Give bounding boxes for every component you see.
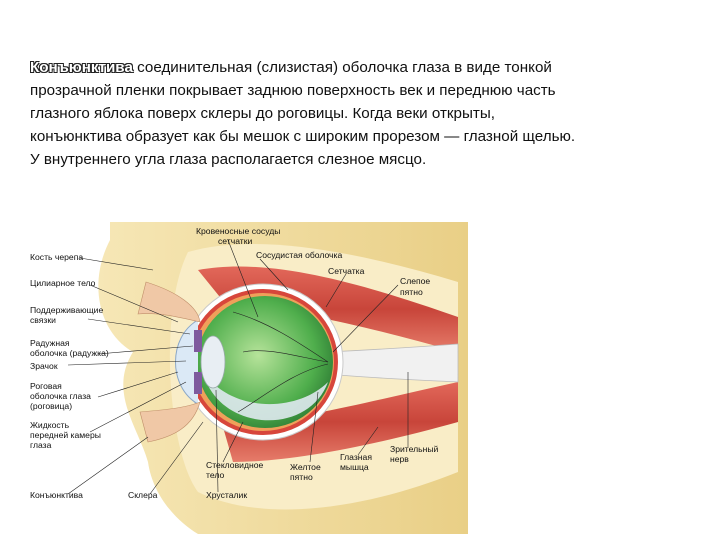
label-blind-spot-2: пятно	[400, 287, 423, 297]
retinal-vessel-2	[237, 363, 329, 413]
label-cornea-3: (роговица)	[30, 401, 72, 411]
label-macula-2: пятно	[290, 472, 313, 482]
eye-anatomy-diagram: Кость черепа Цилиарное тело Поддерживающ…	[30, 222, 468, 534]
label-retina-vessels-1: Кровеносные сосуды	[196, 226, 280, 236]
paragraph-line-3: глазного яблока поверх склеры до роговиц…	[30, 105, 495, 122]
paragraph-line-1: соединительная (слизистая) оболочка глаз…	[132, 59, 552, 76]
label-suspensory-1: Поддерживающие	[30, 305, 103, 315]
term-conjunctiva: Конъюнктива	[30, 59, 133, 76]
paragraph-line-5: У внутреннего угла глаза располагается с…	[30, 151, 427, 168]
label-ciliary-body: Цилиарное тело	[30, 278, 96, 288]
iris-upper-shape	[194, 330, 202, 352]
label-skull-bone: Кость черепа	[30, 252, 83, 262]
paragraph-line-4: конъюнктива образует как бы мешок с широ…	[30, 128, 576, 145]
label-aqueous-3: глаза	[30, 440, 52, 450]
retinal-vessel-1	[232, 311, 329, 363]
optic-nerve-shape	[327, 343, 459, 383]
label-conjunctiva: Конъюнктива	[30, 490, 83, 500]
label-lens: Хрусталик	[206, 490, 247, 500]
label-aqueous-2: передней камеры	[30, 430, 101, 440]
label-vitreous-2: тело	[206, 470, 224, 480]
label-aqueous-1: Жидкость	[30, 420, 70, 430]
lower-eye-muscle-shape	[223, 382, 458, 462]
retinal-vessel-3	[242, 350, 329, 363]
label-iris-1: Радужная	[30, 338, 70, 348]
lens-shape	[200, 335, 226, 389]
label-retina: Сетчатка	[328, 266, 365, 276]
paragraph: Конъюнктива соединительная (слизистая) о…	[30, 56, 700, 171]
vitreous-body-shape	[197, 296, 333, 428]
label-cornea-1: Роговая	[30, 381, 62, 391]
label-eye-muscle-2: мышца	[340, 462, 369, 472]
label-suspensory-2: связки	[30, 315, 56, 325]
paragraph-line-2: прозрачной пленки покрывает заднюю повер…	[30, 82, 556, 99]
iris-lower-shape	[194, 372, 202, 394]
label-blind-spot-1: Слепое	[400, 276, 430, 286]
label-sclera: Склера	[128, 490, 158, 500]
label-optic-nerve-2: нерв	[390, 454, 409, 464]
label-macula-1: Желтое	[290, 462, 321, 472]
label-vitreous-1: Стекловидное	[206, 460, 263, 470]
cornea-shape	[175, 319, 199, 405]
label-optic-nerve-1: Зрительный	[390, 444, 439, 454]
lower-vitreous-shade	[203, 372, 328, 421]
label-pupil: Зрачок	[30, 361, 58, 371]
label-iris-2: оболочка (радужка)	[30, 348, 109, 358]
label-retina-vessels-2: сетчатки	[218, 236, 252, 246]
label-cornea-2: оболочка глаза	[30, 391, 91, 401]
label-choroid: Сосудистая оболочка	[256, 250, 342, 260]
label-eye-muscle-1: Глазная	[340, 452, 372, 462]
lower-eyelid-shape	[139, 401, 201, 443]
